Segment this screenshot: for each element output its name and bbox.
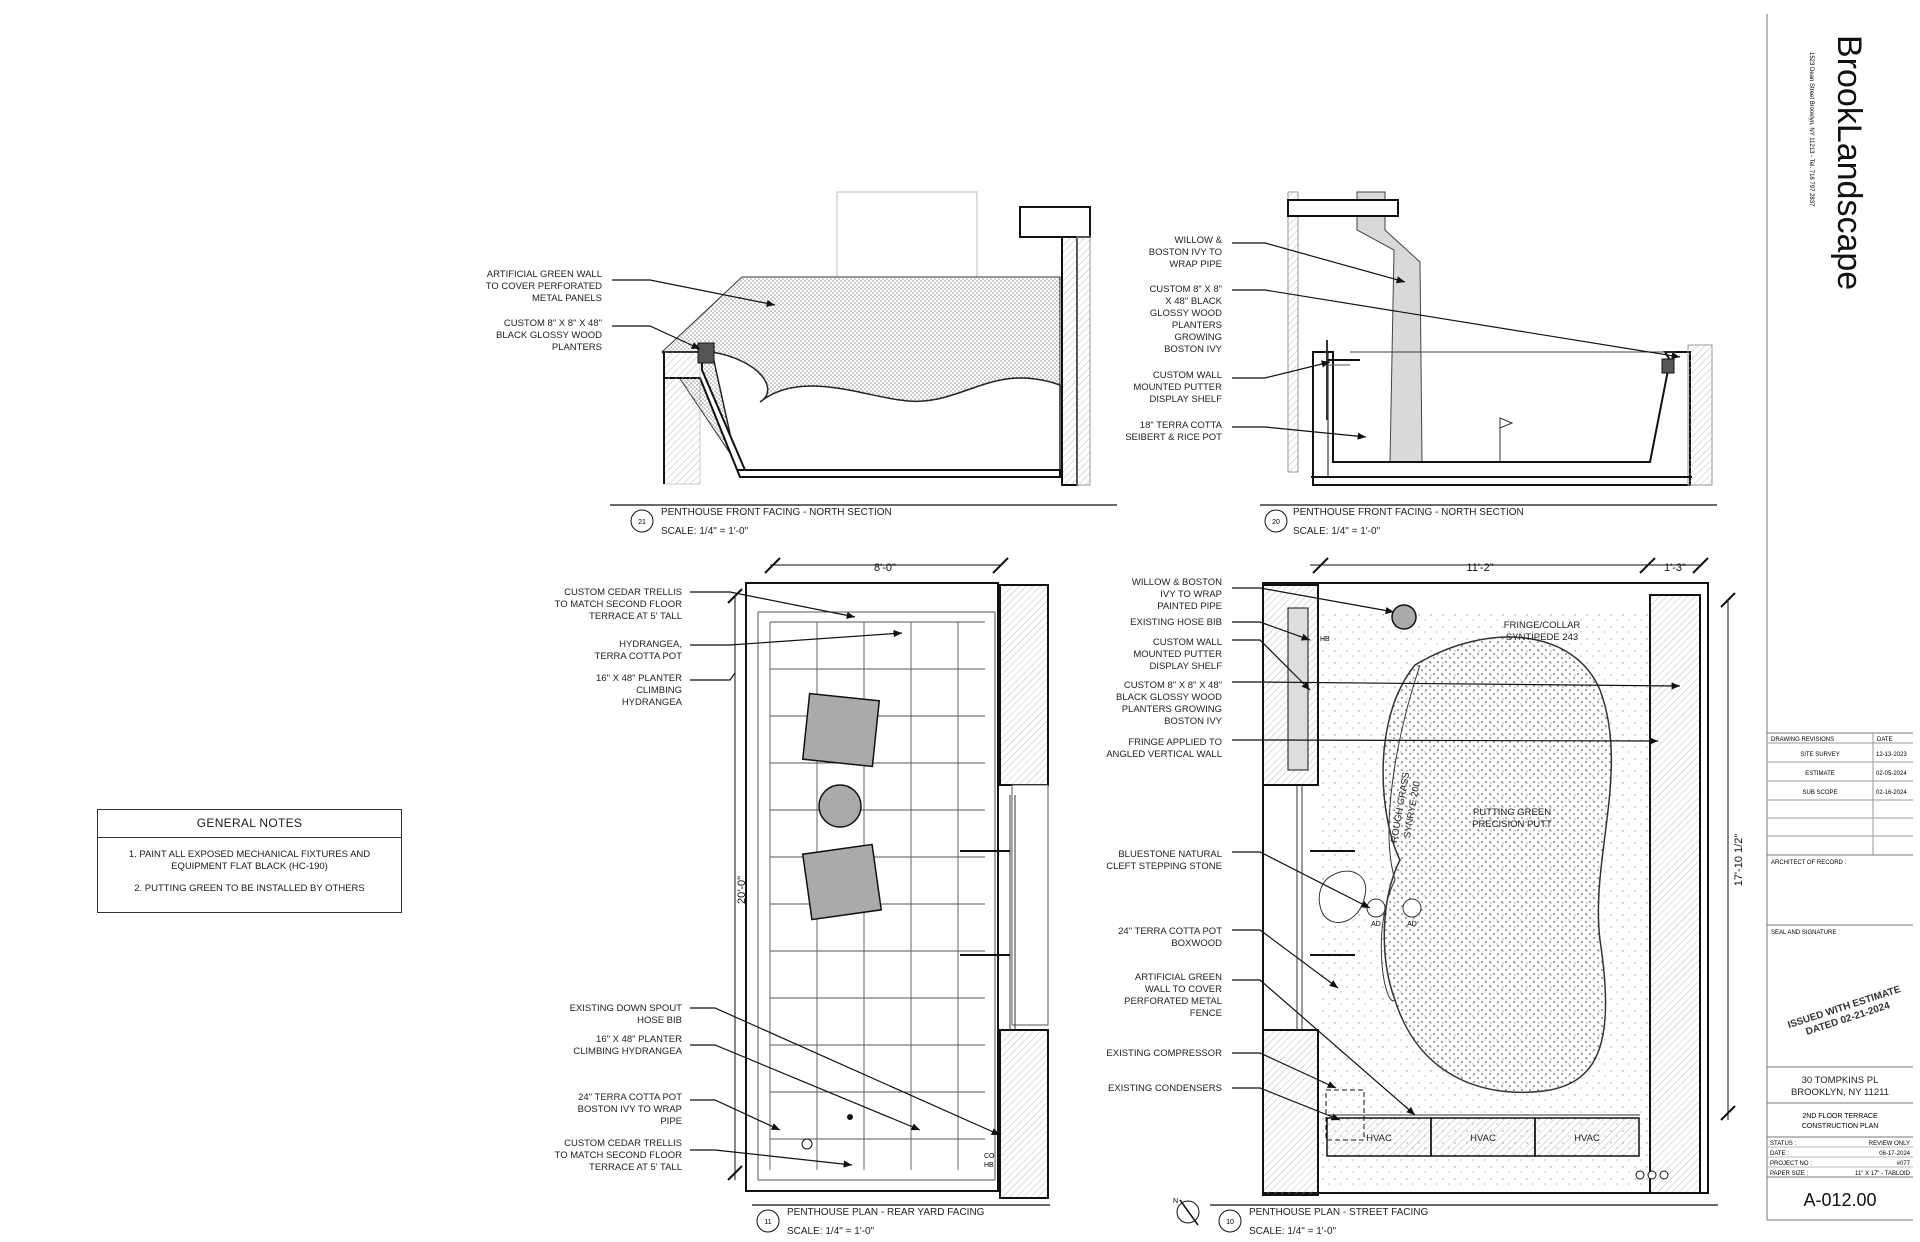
- view-20-title: PENTHOUSE FRONT FACING - NORTH SECTION: [1293, 507, 1524, 518]
- view-21-title: PENTHOUSE FRONT FACING - NORTH SECTION: [661, 507, 892, 518]
- view-20-scale: SCALE: 1/4" = 1'-0": [1293, 526, 1381, 537]
- dim-20ft: 20'-0": [736, 876, 748, 904]
- label-p10-condensers: EXISTING CONDENSERS: [1108, 1083, 1222, 1094]
- label-p11-hydrangea: HYDRANGEA,TERRA COTTA POT: [595, 639, 683, 662]
- info-status-label: STATUS :: [1770, 1141, 1796, 1147]
- revisions-header-1: DRAWING REVISIONS: [1771, 737, 1834, 743]
- view-11-scale: SCALE: 1/4" = 1'-0": [787, 1226, 875, 1237]
- area-drain-tag-1: AD: [1371, 921, 1381, 928]
- hose-bib-tag: HB: [1320, 636, 1330, 643]
- revisions-header-2: DATE: [1877, 737, 1893, 743]
- architect-label: ARCHITECT OF RECORD :: [1771, 860, 1847, 866]
- info-paper-value: 11" X 17" - TABLOID: [1855, 1171, 1911, 1177]
- info-date-value: 06-17-2024: [1879, 1151, 1910, 1157]
- revision-1: SITE SURVEY: [1800, 752, 1840, 758]
- hvac-label-2: HVAC: [1470, 1133, 1496, 1144]
- info-date-label: DATE :: [1770, 1151, 1789, 1157]
- revision-2: ESTIMATE: [1805, 771, 1835, 777]
- label-p10-compressor: EXISTING COMPRESSOR: [1106, 1048, 1222, 1059]
- seal-label: SEAL AND SIGNATURE :: [1771, 930, 1840, 936]
- general-notes-body: 1. PAINT ALL EXPOSED MECHANICAL FIXTURES…: [98, 838, 401, 895]
- info-project-label: PROJECT NO :: [1770, 1161, 1812, 1167]
- view-10-number: 10: [1226, 1219, 1234, 1226]
- view-11-number: 11: [764, 1219, 771, 1226]
- dim-17-10: 17'-10 1/2": [1733, 834, 1745, 887]
- revision-2-date: 02-05-2024: [1876, 771, 1907, 777]
- view-20-number: 20: [1272, 519, 1280, 526]
- plan-10: [1176, 557, 1736, 1233]
- leader-lines: [612, 242, 1681, 1168]
- info-paper-label: PAPER SIZE :: [1770, 1171, 1809, 1177]
- view-21-number: 21: [638, 519, 646, 526]
- general-notes-box: GENERAL NOTES 1. PAINT ALL EXPOSED MECHA…: [97, 809, 402, 913]
- sheet-number: A-012.00: [1803, 1190, 1876, 1210]
- plan-11: [727, 557, 1050, 1233]
- hose-bib-tag-11: HB: [984, 1162, 994, 1169]
- info-status-value: REVIEW ONLY: [1869, 1141, 1910, 1147]
- hvac-label-1: HVAC: [1366, 1133, 1392, 1144]
- cleanout-tag: CO: [984, 1153, 995, 1160]
- general-note-2: 2. PUTTING GREEN TO BE INSTALLED BY OTHE…: [134, 883, 365, 894]
- general-note-1: 1. PAINT ALL EXPOSED MECHANICAL FIXTURES…: [128, 849, 371, 872]
- firm-address: 1523 Dean Street Brooklyn, NY 11213 - Te…: [1808, 52, 1814, 207]
- label-p10-hose-bib: EXISTING HOSE BIB: [1130, 617, 1222, 628]
- dim-11-2: 11'-2": [1466, 562, 1493, 574]
- view-10-scale: SCALE: 1/4" = 1'-0": [1249, 1226, 1337, 1237]
- revision-3: SUB SCOPE: [1802, 790, 1837, 796]
- hvac-label-3: HVAC: [1574, 1133, 1600, 1144]
- info-project-value: #077: [1897, 1161, 1911, 1167]
- estimate-stamp: ISSUED WITH ESTIMATEDATED 02-21-2024: [1786, 984, 1906, 1042]
- section-20: [1260, 191, 1717, 533]
- section-21: [610, 191, 1117, 533]
- general-notes-title: GENERAL NOTES: [98, 810, 401, 838]
- dim-8ft: 8'-0": [874, 562, 896, 574]
- firm-name: BrookLandscape: [1830, 35, 1868, 290]
- view-10-title: PENTHOUSE PLAN - STREET FACING: [1249, 1207, 1429, 1218]
- dim-1-3: 1'-3": [1664, 562, 1686, 574]
- view-21-scale: SCALE: 1/4" = 1'-0": [661, 526, 749, 537]
- view-11-title: PENTHOUSE PLAN - REAR YARD FACING: [787, 1207, 985, 1218]
- revision-1-date: 12-13-2023: [1876, 752, 1907, 758]
- area-drain-tag-2: AD: [1407, 921, 1417, 928]
- title-block: BrookLandscape 1523 Dean Street Brooklyn…: [1766, 14, 1913, 1221]
- revision-3-date: 02-16-2024: [1876, 790, 1907, 796]
- north-arrow-label: N: [1173, 1198, 1178, 1205]
